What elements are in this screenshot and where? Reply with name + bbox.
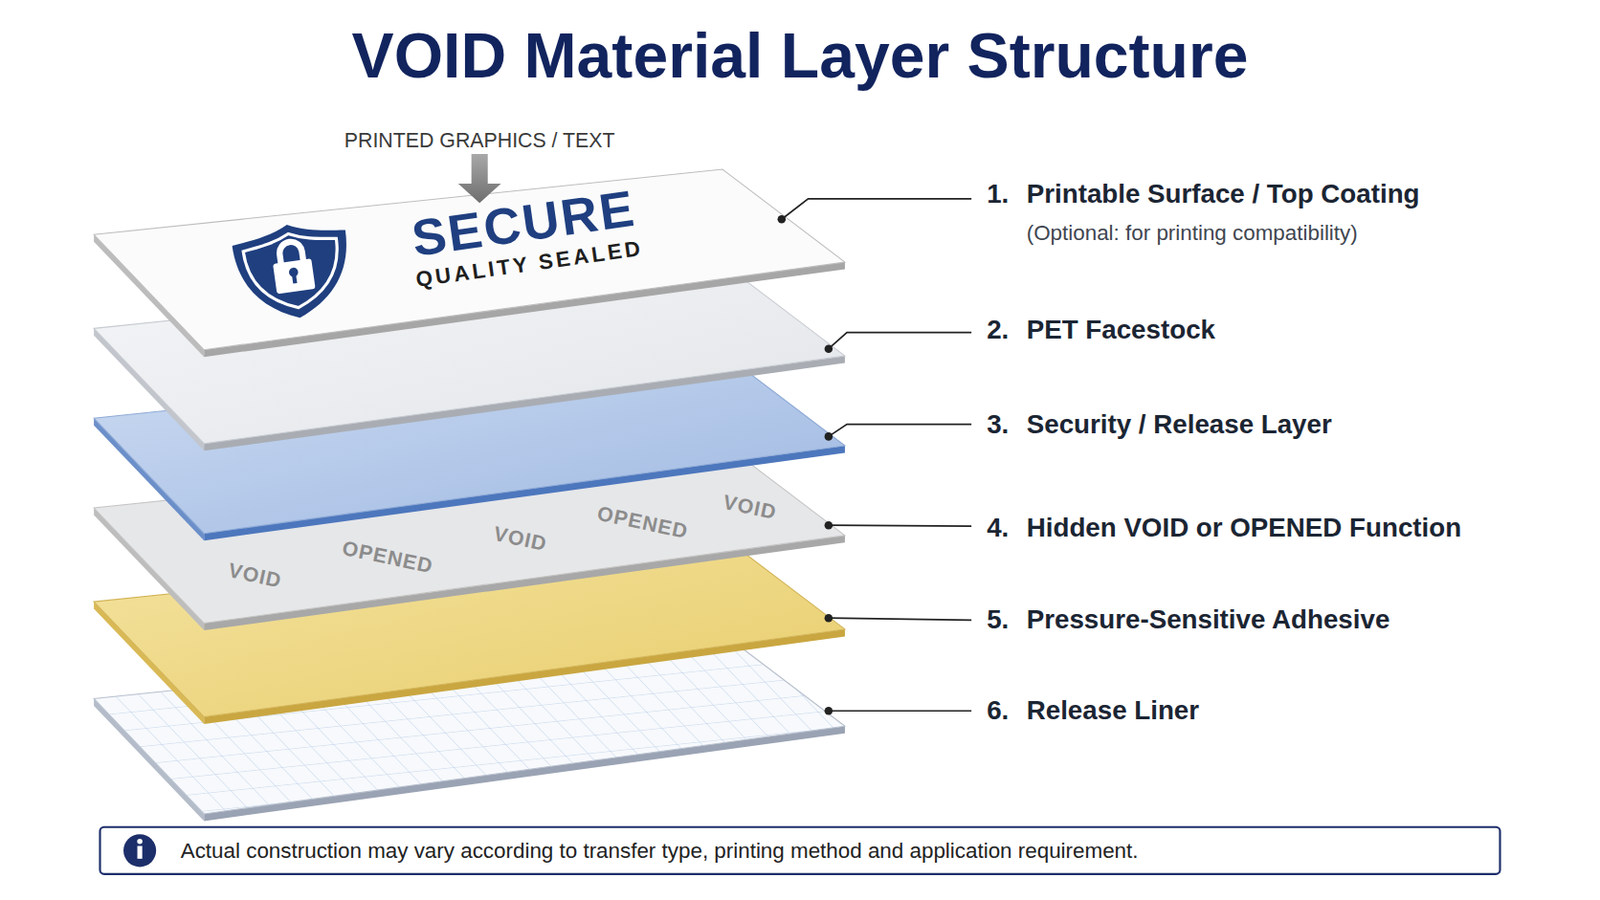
layer-name: PET Facestock [1026, 314, 1216, 347]
info-icon [123, 834, 156, 867]
leader-dots [777, 215, 834, 716]
note-text: Actual construction may vary according t… [180, 839, 1139, 864]
layer-note: (Optional: for printing compatibility) [1026, 220, 1358, 246]
shield-lock-icon [230, 217, 357, 327]
callout-number: 5. [986, 604, 1009, 637]
layer-name: Hidden VOID or OPENED Function [1026, 512, 1462, 545]
diagram-title: VOID Material Layer Structure [0, 18, 1600, 94]
layer-name: Release Liner [1026, 695, 1200, 728]
callout-number: 6. [986, 695, 1009, 728]
top-coating-plate [93, 169, 845, 357]
callout-number: 3. [986, 408, 1009, 441]
callout-number: 2. [986, 314, 1009, 347]
pointer-arrow [458, 154, 502, 203]
layer-name: Pressure-Sensitive Adhesive [1026, 604, 1391, 637]
layer-name: Security / Release Layer [1026, 408, 1333, 441]
note-box: Actual construction may vary according t… [98, 826, 1501, 876]
callout-number: 1. [986, 177, 1009, 210]
leader-lines [781, 199, 972, 712]
pointer-label: PRINTED GRAPHICS / TEXT [344, 127, 616, 153]
callout-number: 4. [986, 512, 1009, 545]
layer-name: Printable Surface / Top Coating [1026, 177, 1421, 210]
